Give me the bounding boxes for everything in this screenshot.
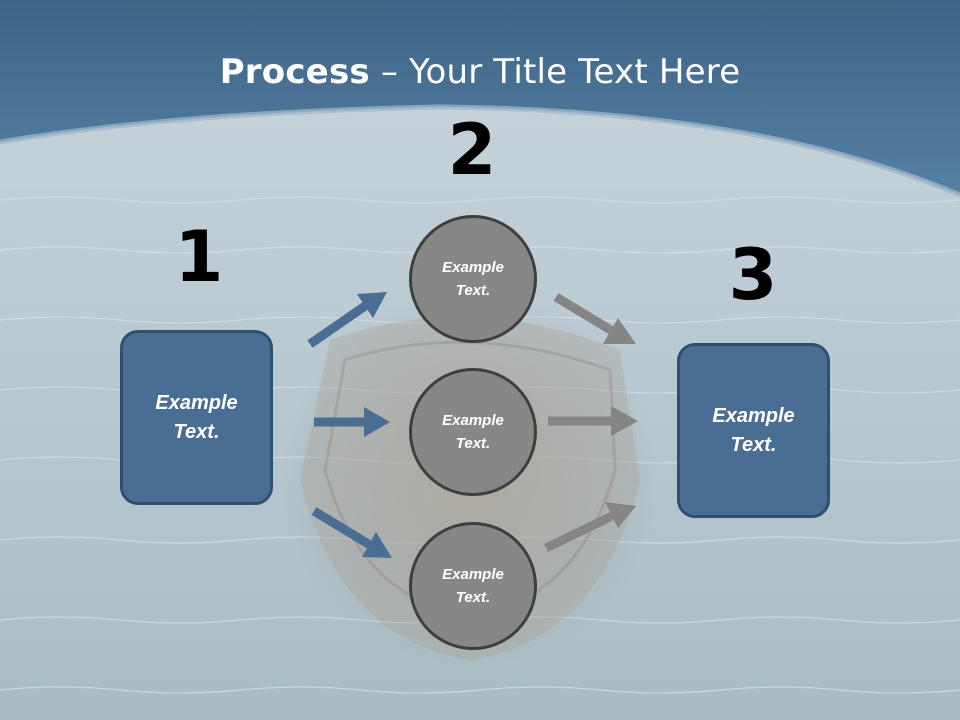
step-3-box-line1: Example: [712, 404, 795, 427]
arrow-middle-to-right: [548, 406, 638, 436]
circle-top-line1: Example: [442, 258, 504, 276]
arrow-left-to-top: [307, 292, 387, 348]
circle-bottom-line2: Text.: [455, 589, 491, 606]
step-2-circle-middle: Example Text.: [409, 368, 537, 496]
step-1-box-line2: Text.: [173, 420, 220, 443]
step-3-box: Example Text.: [677, 343, 830, 518]
step-number-3: 3: [728, 234, 778, 316]
circle-middle-line1: Example: [442, 411, 504, 429]
slide-title: Process – Your Title Text Here: [0, 52, 960, 92]
arrow-left-to-middle: [314, 407, 390, 437]
arrow-top-to-right: [553, 293, 636, 344]
step-number-2: 2: [447, 109, 497, 191]
step-1-box: Example Text.: [120, 330, 273, 505]
step-2-circle-bottom: Example Text.: [409, 522, 537, 650]
circle-bottom-line1: Example: [442, 565, 504, 583]
circle-top-line2: Text.: [455, 282, 491, 299]
arrow-left-to-bottom: [311, 507, 392, 558]
step-2-circle-top: Example Text.: [409, 215, 537, 343]
step-3-box-line2: Text.: [730, 433, 777, 456]
step-number-1: 1: [174, 216, 224, 298]
arrow-bottom-to-right: [544, 502, 636, 553]
circle-middle-line2: Text.: [455, 435, 491, 452]
title-bold: Process: [219, 52, 370, 92]
step-1-box-line1: Example: [155, 391, 238, 414]
title-rest: – Your Title Text Here: [369, 52, 741, 92]
